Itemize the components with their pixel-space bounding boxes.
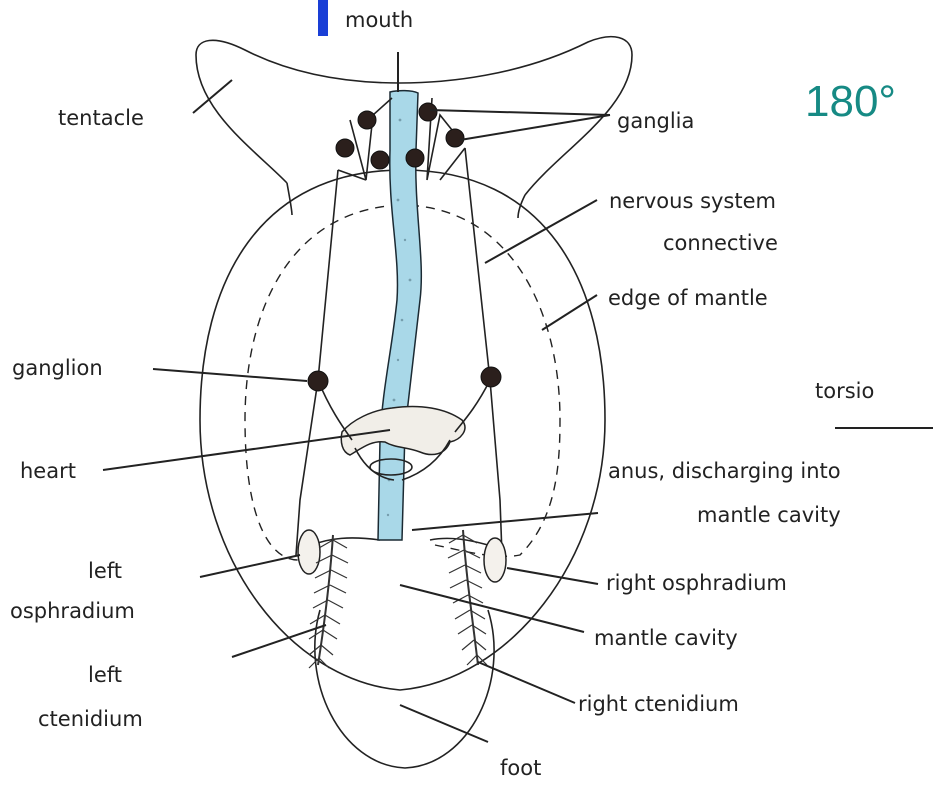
label-connective: connective [663, 231, 778, 255]
heart [341, 407, 465, 456]
right-ctenidium [448, 530, 487, 665]
angle-text: 180° [805, 77, 896, 126]
label-anus-line1: anus, discharging into [608, 459, 841, 483]
label-mantle-cavity: mantle cavity [594, 626, 738, 650]
label-anus-line2: mantle cavity [697, 503, 841, 527]
label-ganglia: ganglia [617, 109, 694, 133]
label-mouth: mouth [345, 8, 413, 32]
label-right-ctenidium: right ctenidium [578, 692, 739, 716]
label-left-osphradium-1: left [88, 559, 122, 583]
label-left-ctenidium-2: ctenidium [38, 707, 143, 731]
label-tentacle: tentacle [58, 106, 144, 130]
label-left-ctenidium-1: left [88, 663, 122, 687]
right-osphradium [484, 538, 506, 582]
label-left-osphradium-2: osphradium [10, 599, 135, 623]
left-osphradium [298, 530, 320, 574]
label-ganglion: ganglion [12, 356, 103, 380]
leader-lines [103, 80, 610, 742]
torsion-label: torsio [815, 379, 874, 403]
label-right-osphradium: right osphradium [606, 571, 787, 595]
label-nervous-system: nervous system [609, 189, 776, 213]
label-heart: heart [20, 459, 76, 483]
label-foot: foot [500, 756, 541, 780]
label-edge-of-mantle: edge of mantle [608, 286, 768, 310]
title-fragment [318, 0, 328, 36]
